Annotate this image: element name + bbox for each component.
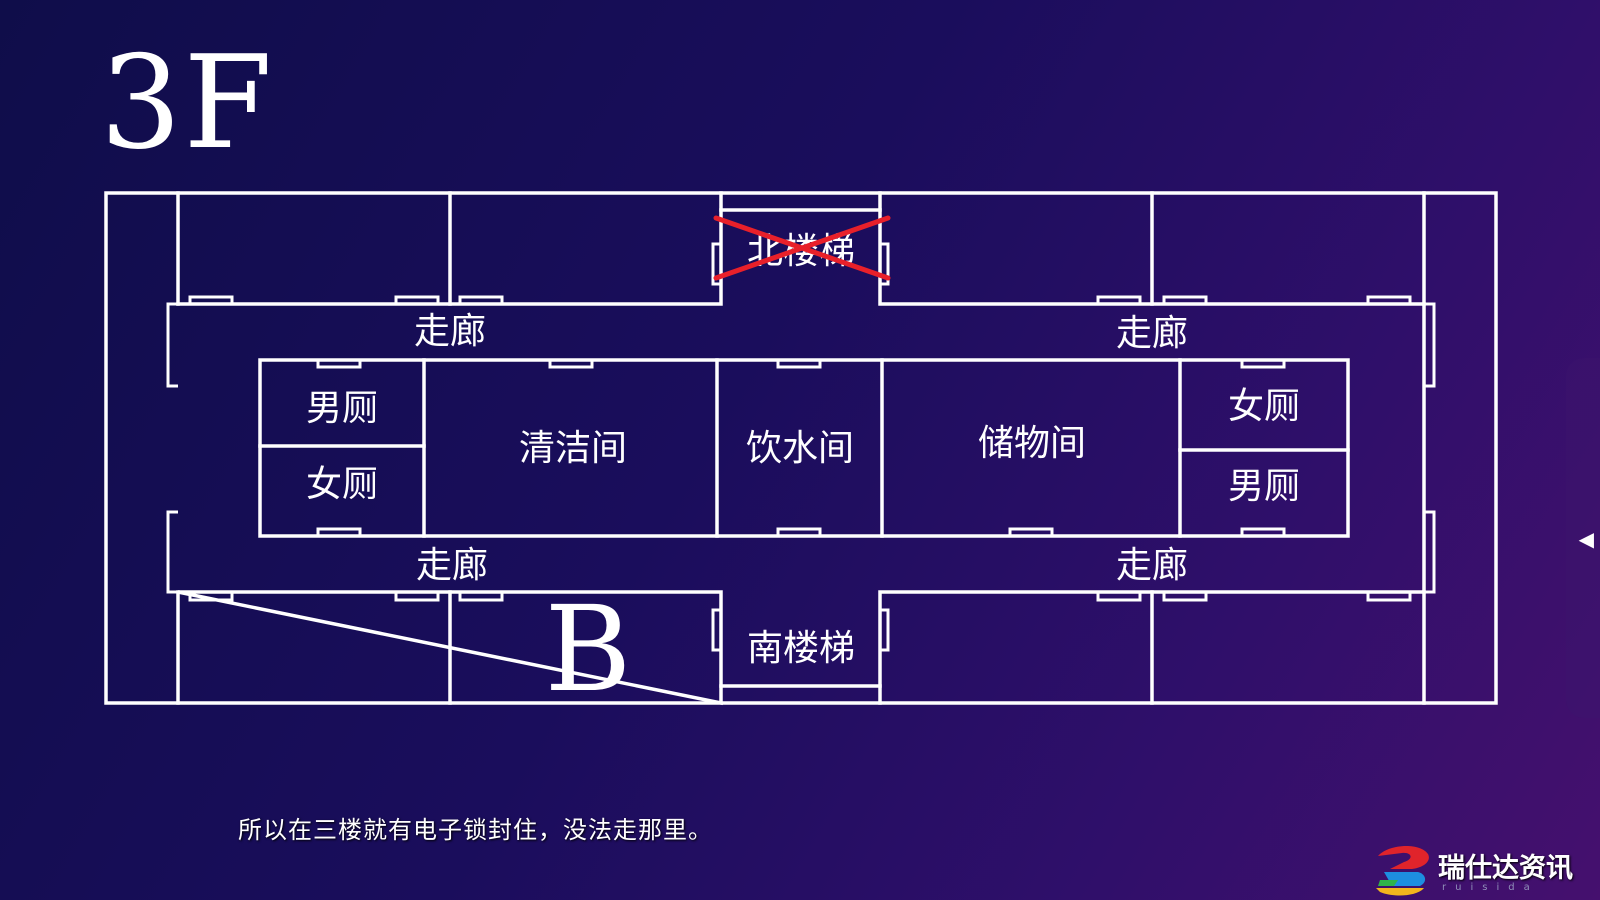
south-stairs-label: 南楼梯 <box>747 628 855 669</box>
logo-subtext: ruisida <box>1442 882 1539 893</box>
corridor-label-bottom-right: 走廊 <box>1116 545 1188 586</box>
mens-room-right-label: 男厕 <box>1228 466 1300 507</box>
storage-room-label: 储物间 <box>978 423 1086 464</box>
central-block <box>258 358 1350 538</box>
water-room-label: 饮水间 <box>746 428 854 469</box>
cleaning-room-label: 清洁间 <box>519 428 627 469</box>
marker-b-label: B <box>545 580 632 718</box>
collapse-arrow-icon[interactable]: ◀ <box>1578 527 1594 551</box>
logo-text: 瑞仕达资讯 <box>1438 853 1573 884</box>
womens-room-right-label: 女厕 <box>1228 386 1300 427</box>
outer-wall <box>104 191 1498 705</box>
watermark-logo: 瑞仕达资讯 ruisida <box>1374 842 1594 898</box>
womens-room-left-label: 女厕 <box>306 464 378 505</box>
corridor-label-bottom-left: 走廊 <box>416 545 488 586</box>
dialogue-subtitle: 所以在三楼就有电子锁封住，没法走那里。 <box>238 816 713 844</box>
logo-mark-icon <box>1376 845 1429 896</box>
corridor-label-top-right: 走廊 <box>1116 313 1188 354</box>
mens-room-left-label: 男厕 <box>306 388 378 429</box>
floor-title: 3F <box>100 29 275 178</box>
blocked-cross-icon <box>713 215 891 281</box>
corridor-label-top-left: 走廊 <box>414 311 486 352</box>
side-panel-handle[interactable] <box>1566 358 1600 718</box>
